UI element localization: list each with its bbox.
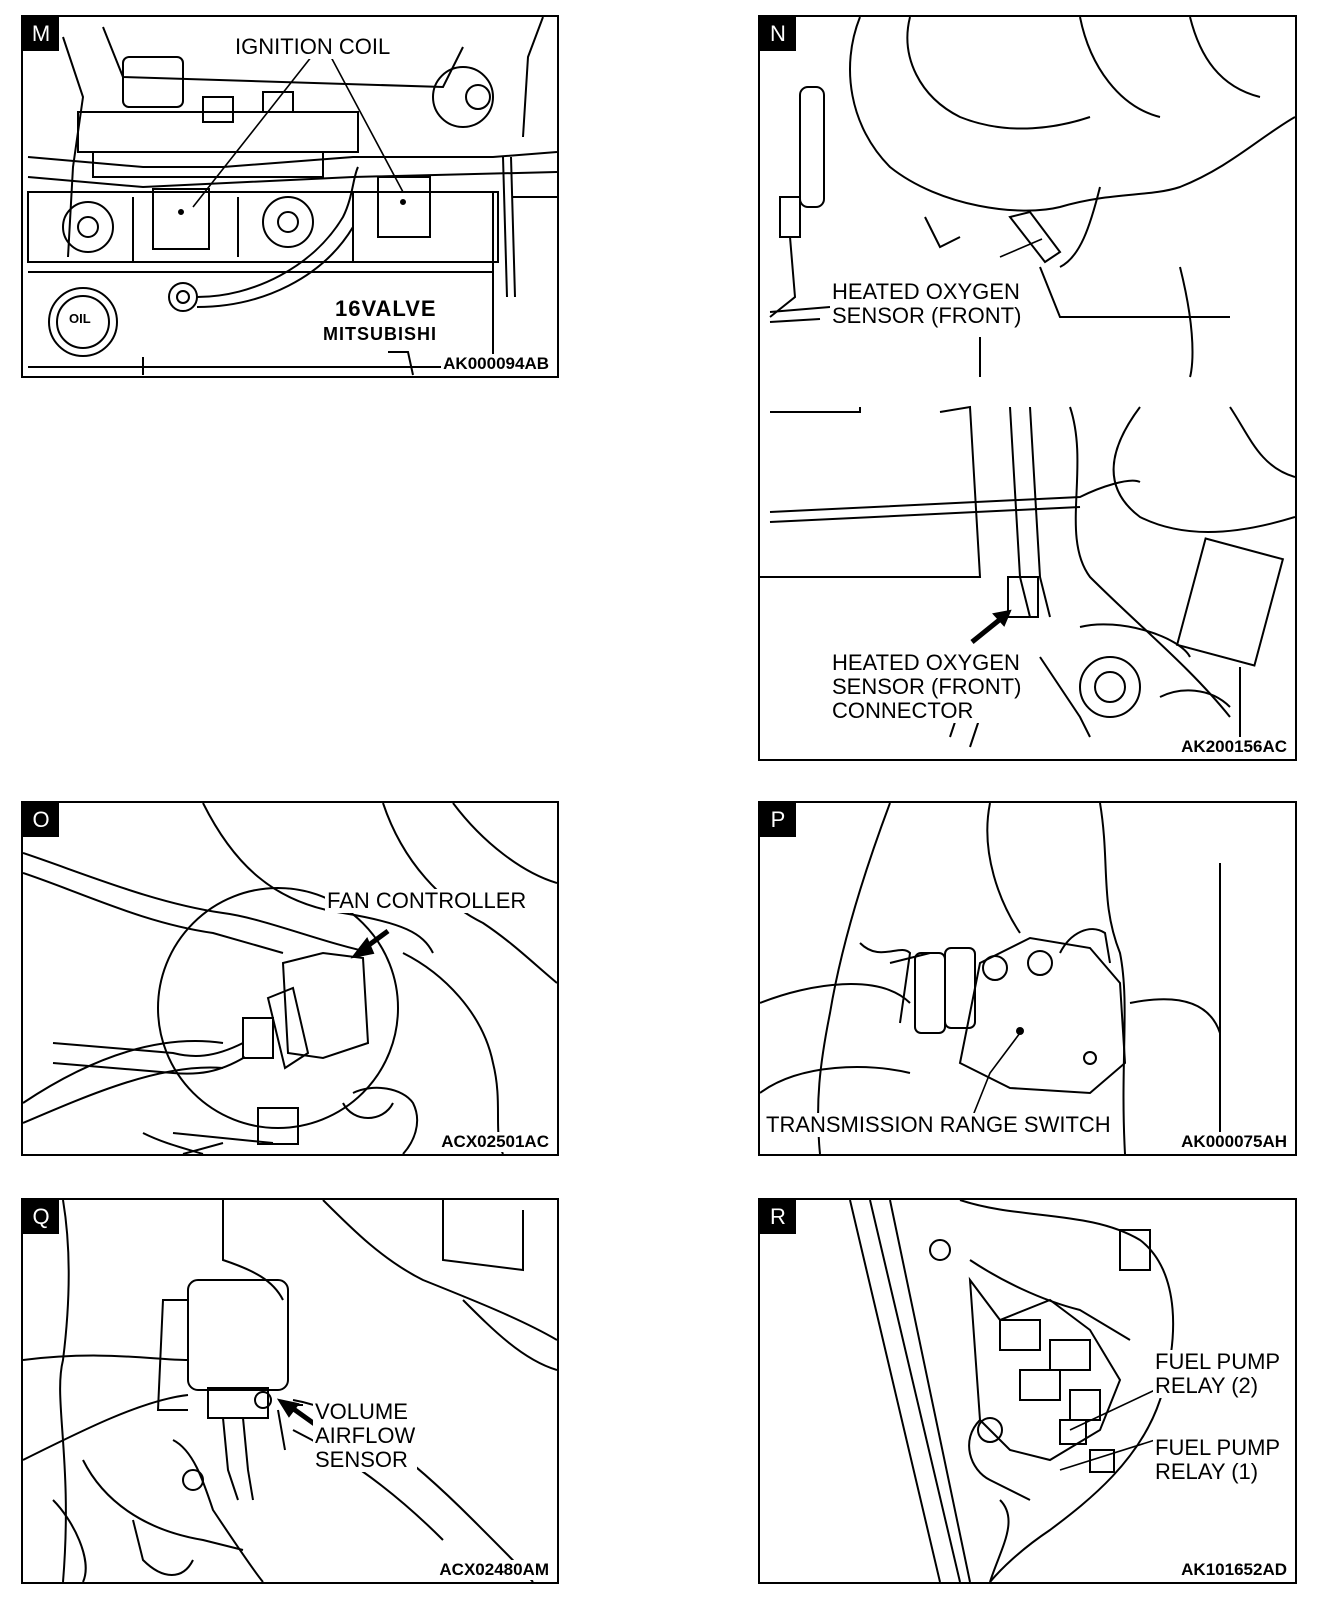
ignition-coil-label: IGNITION COIL (233, 34, 393, 59)
fan-controller-illustration (23, 803, 557, 1154)
range-switch-illustration (760, 803, 1221, 1154)
fuel-pump-relay-2-label: FUEL PUMP RELAY (2) (1153, 1349, 1283, 1398)
panel-tag: Q (23, 1200, 59, 1234)
oxygen-sensor-label: HEATED OXYGEN SENSOR (FRONT) (830, 279, 1024, 328)
panel-n: N HEATED OXYGEN SENSOR (FRONT) HEATED OX… (758, 15, 1297, 761)
panel-tag: R (760, 1200, 796, 1234)
engine-brand-valve: 16VALVE (335, 296, 437, 321)
figure-code: AK000075AH (1179, 1132, 1289, 1152)
panel-o: O FAN CONTROLLER ACX02501AC (21, 801, 559, 1156)
figure-code: AK200156AC (1179, 737, 1289, 757)
oxygen-sensor-connector-label: HEATED OXYGEN SENSOR (FRONT) CONNECTOR (830, 650, 1024, 723)
fan-controller-label: FAN CONTROLLER (325, 888, 529, 913)
panel-m: M IGNITION COIL OIL 16VALVE MITSUBISHI A… (21, 15, 559, 378)
fuel-pump-relay-1-label: FUEL PUMP RELAY (1) (1153, 1435, 1283, 1484)
oil-cap-text: OIL (69, 311, 91, 326)
figure-code: ACX02480AM (437, 1560, 551, 1580)
figure-code: AK101652AD (1179, 1560, 1289, 1580)
range-switch-label: TRANSMISSION RANGE SWITCH (764, 1112, 1113, 1137)
figure-code: AK000094AB (441, 354, 551, 374)
airflow-sensor-illustration (23, 1200, 557, 1582)
panel-tag: N (760, 17, 796, 51)
panel-tag: P (760, 803, 796, 837)
oxygen-sensor-illustration (760, 17, 1295, 748)
figure-code: ACX02501AC (439, 1132, 551, 1152)
panel-tag: O (23, 803, 59, 837)
airflow-sensor-label: VOLUME AIRFLOW SENSOR (313, 1399, 418, 1472)
panel-p: P TRANSMISSION RANGE SWITCH AK000075AH (758, 801, 1297, 1156)
engine-brand-name: MITSUBISHI (323, 324, 438, 344)
panel-r: R FUEL PUMP RELAY (2) FUEL PUMP RELAY (1… (758, 1198, 1297, 1584)
ignition-coil-illustration (27, 17, 557, 376)
panel-q: Q VOLUME AIRFLOW SENSOR ACX02480AM (21, 1198, 559, 1584)
panel-tag: M (23, 17, 59, 51)
